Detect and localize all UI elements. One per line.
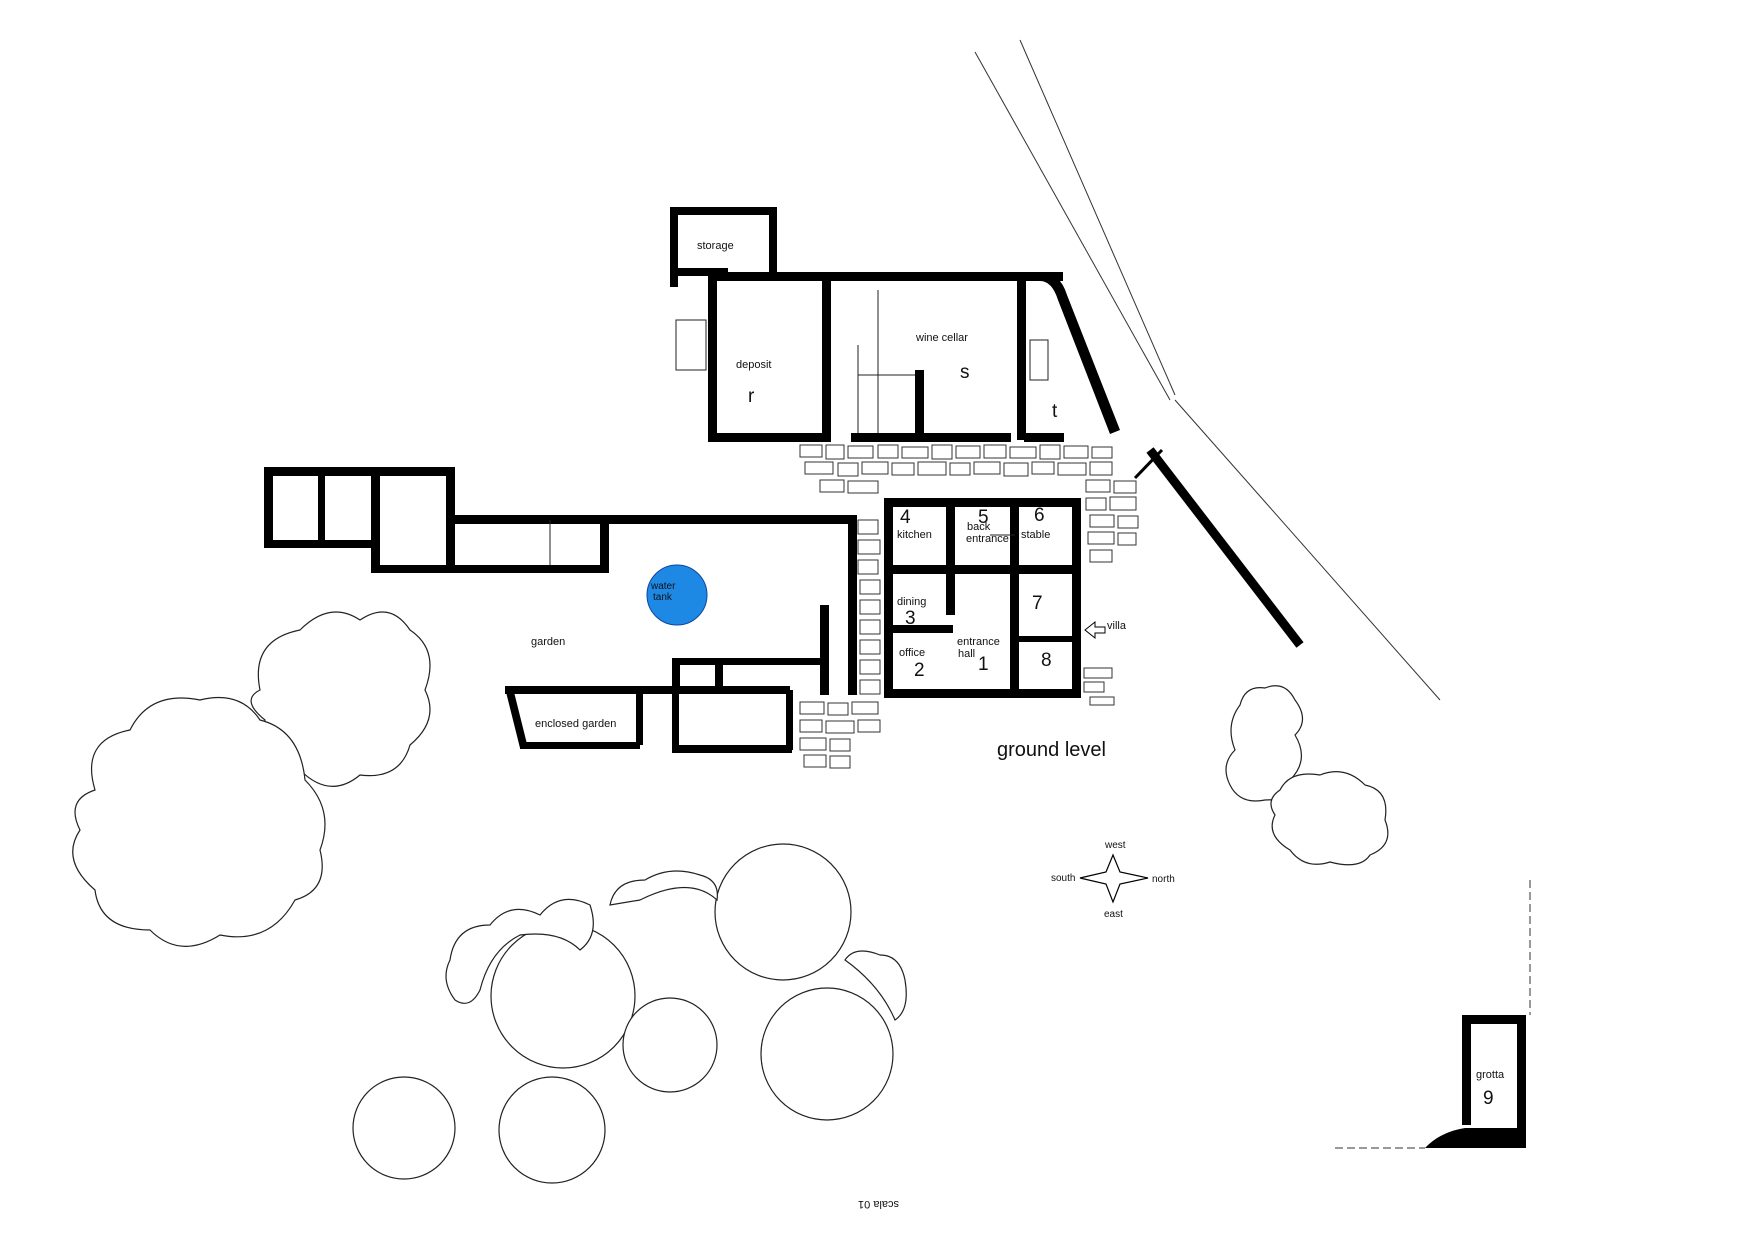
- back-entrance-label-2: entrance: [966, 533, 1009, 545]
- stone-paving: [799, 444, 1139, 769]
- tree-canopy: [352, 1076, 456, 1180]
- grotta-building: [1425, 1015, 1526, 1148]
- villa-arrow-icon: [1084, 620, 1106, 640]
- compass-north-label: north: [1152, 874, 1175, 885]
- entrance-hall-label-2: hall: [958, 648, 975, 660]
- compass-east-label: east: [1104, 909, 1123, 920]
- room-number-5: 5: [978, 507, 989, 528]
- enclosed-garden-label: enclosed garden: [535, 718, 616, 730]
- room-number-2: 2: [914, 660, 925, 681]
- water-tank-label-1: water: [650, 581, 676, 592]
- office-label: office: [899, 647, 925, 659]
- entrance-hall-label-1: entrance: [957, 636, 1000, 648]
- back-entrance-label-1: back: [967, 521, 991, 533]
- gate-mark: [1133, 448, 1164, 480]
- stable-label: stable: [1021, 529, 1050, 541]
- room-number-8: 8: [1041, 650, 1052, 671]
- tree-canopy: [445, 898, 594, 1004]
- building-walls: [264, 207, 1120, 753]
- room-number-9: 9: [1483, 1088, 1494, 1109]
- room-letter-s: s: [960, 362, 970, 383]
- compass-rose: [1079, 853, 1149, 904]
- garden-label: garden: [531, 636, 565, 648]
- kitchen-label: kitchen: [897, 529, 932, 541]
- road-edges: [974, 39, 1441, 701]
- tree-canopy: [844, 950, 907, 1021]
- room-letter-r: r: [748, 386, 755, 407]
- room-number-3: 3: [905, 608, 916, 629]
- dining-label: dining: [897, 596, 926, 608]
- room-number-4: 4: [900, 507, 911, 528]
- tree-canopy: [72, 696, 326, 947]
- grotta-label: grotta: [1476, 1069, 1505, 1081]
- level-title: ground level: [997, 739, 1106, 761]
- room-number-1: 1: [978, 654, 989, 675]
- compass-south-label: south: [1051, 873, 1075, 884]
- tree-canopy: [609, 870, 718, 906]
- villa-label: villa: [1107, 620, 1127, 632]
- boundary-wall: [1146, 447, 1304, 648]
- room-number-7: 7: [1032, 593, 1043, 614]
- storage-label: storage: [697, 240, 734, 252]
- tree-canopy: [760, 987, 894, 1121]
- tree-canopy: [714, 843, 852, 981]
- water-tank: [646, 564, 708, 626]
- deposit-label: deposit: [736, 359, 771, 371]
- water-tank-label-2: tank: [653, 592, 673, 603]
- compass-west-label: west: [1104, 840, 1126, 851]
- room-letter-t: t: [1052, 401, 1058, 422]
- tree-canopy: [1270, 771, 1389, 866]
- tree-canopy: [498, 1076, 606, 1184]
- scale-text: scala 01: [858, 1198, 899, 1210]
- tree-canopy: [490, 923, 636, 1069]
- wine-cellar-label: wine cellar: [915, 332, 968, 344]
- room-number-6: 6: [1034, 505, 1045, 526]
- trees: [72, 611, 1389, 1184]
- interior-lines: [549, 290, 1049, 565]
- tree-canopy: [622, 997, 718, 1093]
